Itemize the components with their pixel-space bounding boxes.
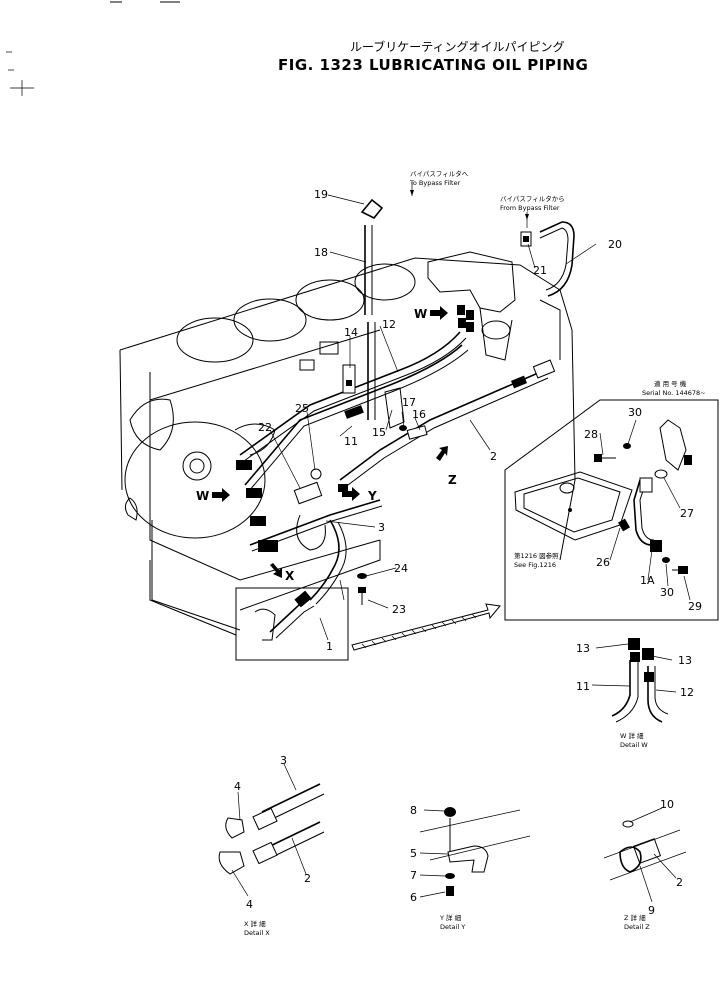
callout-z-9: 9 (648, 904, 655, 917)
callout-3: 3 (378, 521, 385, 534)
callout-w-11: 11 (576, 680, 590, 693)
caption-detail-z: Detail Z (624, 923, 650, 931)
view-markers: W W Y Z X (196, 306, 457, 583)
notes: バイパスフィルタへ To Bypass Filter バイパスフィルタから Fr… (409, 169, 706, 569)
view-mark-x: X (285, 569, 295, 583)
engine-block (119, 257, 576, 636)
oil-pipes (236, 198, 575, 605)
callout-11: 11 (344, 435, 358, 448)
callout-25: 25 (295, 402, 309, 415)
callout-30-lower: 30 (660, 586, 674, 599)
callout-x-4-lower: 4 (246, 898, 253, 911)
note-serial-en: Serial No. 144678~ (642, 389, 706, 397)
callout-numbers: 19 18 12 14 20 21 15 16 17 11 2 22 25 3 … (234, 188, 702, 917)
figure-title-japanese: ルーブリケーティングオイルパイピング (350, 40, 565, 54)
callout-17: 17 (402, 396, 416, 409)
callout-16: 16 (412, 408, 426, 421)
view-arrow-w-upper (430, 306, 448, 320)
note-from-bypass-jp: バイパスフィルタから (500, 194, 565, 203)
callout-26: 26 (596, 556, 610, 569)
callout-y-6: 6 (410, 891, 417, 904)
callout-12: 12 (382, 318, 396, 331)
callout-23: 23 (392, 603, 406, 616)
view-mark-y: Y (367, 489, 377, 503)
callout-15: 15 (372, 426, 386, 439)
view-arrow-w-lower (212, 488, 230, 502)
detail-w-drawing (611, 638, 669, 723)
margin-marks (6, 1, 180, 96)
callout-z-10: 10 (660, 798, 674, 811)
callout-y-8: 8 (410, 804, 417, 817)
callout-24: 24 (394, 562, 408, 575)
note-to-bypass-jp: バイパスフィルタへ (410, 169, 469, 178)
view-mark-w-upper: W (414, 307, 427, 321)
caption-detail-y: Detail Y (440, 923, 465, 931)
note-from-bypass-en: From Bypass Filter (500, 204, 560, 212)
callout-y-5: 5 (410, 847, 417, 860)
callout-w-12: 12 (680, 686, 694, 699)
caption-detail-w: Detail W (620, 741, 648, 749)
callout-30-upper: 30 (628, 406, 642, 419)
callout-x-3: 3 (280, 754, 287, 767)
view-arrow-z (436, 446, 448, 461)
figure-title: FIG. 1323 LUBRICATING OIL PIPING (278, 56, 589, 74)
leader-lines (231, 182, 691, 903)
callout-w-13-left: 13 (576, 642, 590, 655)
callout-19: 19 (314, 188, 328, 201)
view-arrow-x (270, 563, 282, 578)
callout-1a: 1A (640, 574, 655, 587)
callout-14: 14 (344, 326, 358, 339)
callout-x-2: 2 (304, 872, 311, 885)
callout-27: 27 (680, 507, 694, 520)
note-see-fig-en: See Fig.1216 (514, 561, 556, 569)
view-arrow-y (342, 487, 360, 501)
detail-y-drawing (419, 807, 531, 896)
callout-w-13-right: 13 (678, 654, 692, 667)
callout-22: 22 (258, 421, 272, 434)
callout-29: 29 (688, 600, 702, 613)
detail-x-drawing (218, 783, 325, 875)
caption-detail-w-jp: W 詳 細 (620, 731, 644, 740)
serial-inset (504, 399, 719, 621)
callout-20: 20 (608, 238, 622, 251)
detail-z-drawing (603, 820, 687, 881)
hatched-arrow (351, 603, 501, 651)
note-to-bypass-en: To Bypass Filter (409, 179, 461, 187)
view-mark-w-lower: W (196, 489, 209, 503)
view-mark-z: Z (448, 473, 457, 487)
callout-21: 21 (533, 264, 547, 277)
callout-1: 1 (326, 640, 333, 653)
note-serial-jp: 適 用 号 機 (654, 379, 687, 388)
note-see-fig-jp: 第1216 図参照 (514, 551, 559, 560)
callout-y-7: 7 (410, 869, 417, 882)
detail-x-inset (235, 587, 349, 661)
caption-detail-y-jp: Y 詳 細 (439, 913, 462, 922)
caption-detail-x: Detail X (244, 929, 270, 937)
callout-z-2: 2 (676, 876, 683, 889)
callout-x-4-upper: 4 (234, 780, 241, 793)
caption-detail-z-jp: Z 詳 細 (624, 913, 646, 922)
caption-detail-x-jp: X 詳 細 (244, 919, 266, 928)
callout-28: 28 (584, 428, 598, 441)
callout-18: 18 (314, 246, 328, 259)
callout-2: 2 (490, 450, 497, 463)
detail-captions: W 詳 細 Detail W X 詳 細 Detail X Y 詳 細 Deta… (244, 731, 650, 937)
